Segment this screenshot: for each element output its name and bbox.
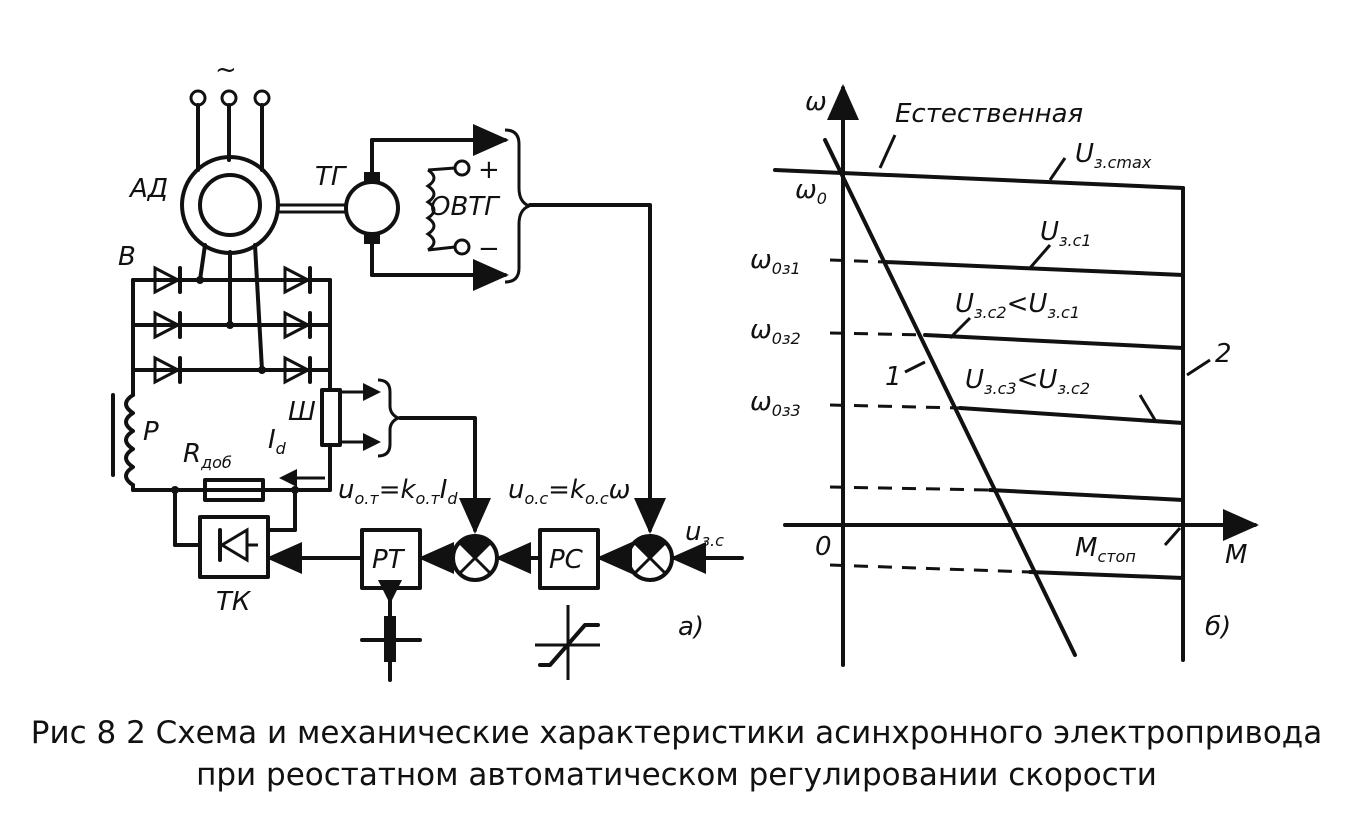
circuit-diagram: ~ АД ТГ (111, 55, 744, 682)
reference-label: uз.с (685, 517, 724, 550)
supply-terminals (189, 89, 271, 172)
panel-a-tag: а) (678, 612, 704, 642)
u3-label: Uз.c3<Uз.c2 (965, 365, 1090, 398)
reactor (111, 368, 135, 492)
current-regulator-label: РТ (372, 545, 406, 575)
tachogen-brace (504, 128, 534, 284)
m-stop-label: Mстоп (1075, 533, 1136, 566)
curve-2-label: 2 (1215, 339, 1232, 369)
speed-feedback-line (528, 203, 666, 534)
natural-label: Естественная (895, 99, 1083, 129)
ac-supply-symbol: ~ (215, 55, 237, 85)
tachogen-label: ТГ (315, 162, 348, 192)
w03-label: ω0з3 (750, 387, 801, 420)
thyristor-key-label: ТК (216, 587, 252, 617)
caption-line-1: Рис 8 2 Схема и механические характерист… (30, 715, 1323, 751)
u2-label: Uз.c2<Uз.c1 (955, 289, 1080, 322)
rs-saturation-icon (535, 605, 600, 680)
reactor-label: Р (143, 417, 159, 447)
characteristic-u2 (923, 333, 1185, 350)
natural-characteristic (773, 168, 1185, 190)
curve-1 (823, 138, 1077, 657)
w01-label: ω0з1 (750, 245, 801, 278)
x-axis-label: M (1225, 540, 1247, 570)
current-feedback-formula: uо.т=kо.тId (338, 475, 458, 508)
speed-summing-junction (626, 534, 674, 582)
field-winding (425, 159, 471, 256)
shunt-label: Ш (288, 397, 316, 427)
figure-caption: Рис 8 2 Схема и механические характерист… (0, 712, 1353, 796)
rectifier-bridge (131, 265, 332, 385)
w02-label: ω0з2 (750, 315, 801, 348)
current-summing-junction (451, 534, 499, 582)
u1-label: Uз.c1 (1040, 217, 1092, 250)
shunt (320, 368, 402, 492)
mechanical-characteristics-graph: ω M 0 Естественная Uз.cmax Uз.c1 Uз. (750, 84, 1259, 667)
tachogenerator (344, 124, 509, 291)
minus-sign: − (478, 234, 500, 264)
current-feedback-line (398, 416, 491, 534)
y-axis-label: ω (805, 87, 827, 117)
speed-feedback-formula: uо.с=kо.сω (508, 475, 630, 508)
characteristic-u3 (958, 406, 1185, 425)
field-winding-label: ОВТГ (430, 192, 501, 222)
w0-label: ω0 (795, 175, 827, 208)
motor-label: АД (128, 174, 168, 204)
panel-b-tag: б) (1205, 612, 1231, 642)
u-max-label: Uз.cmax (1075, 139, 1152, 172)
curve-1-label: 1 (885, 362, 902, 392)
characteristic-u1 (883, 260, 1185, 277)
plus-sign: + (478, 155, 500, 185)
rt-limiter-icon (360, 580, 422, 682)
characteristic-u5 (1028, 570, 1185, 580)
current-label: Id (268, 425, 287, 458)
thyristor-key (173, 488, 297, 579)
added-resistor (203, 478, 265, 502)
characteristic-u4 (988, 488, 1185, 502)
caption-line-2: при реостатном автоматическом регулирова… (196, 757, 1157, 793)
speed-regulator-label: РС (549, 545, 584, 575)
rectifier-label: В (118, 242, 136, 272)
induction-motor (180, 155, 280, 255)
resistor-label: Rдоб (183, 439, 232, 472)
origin-label: 0 (815, 532, 832, 562)
